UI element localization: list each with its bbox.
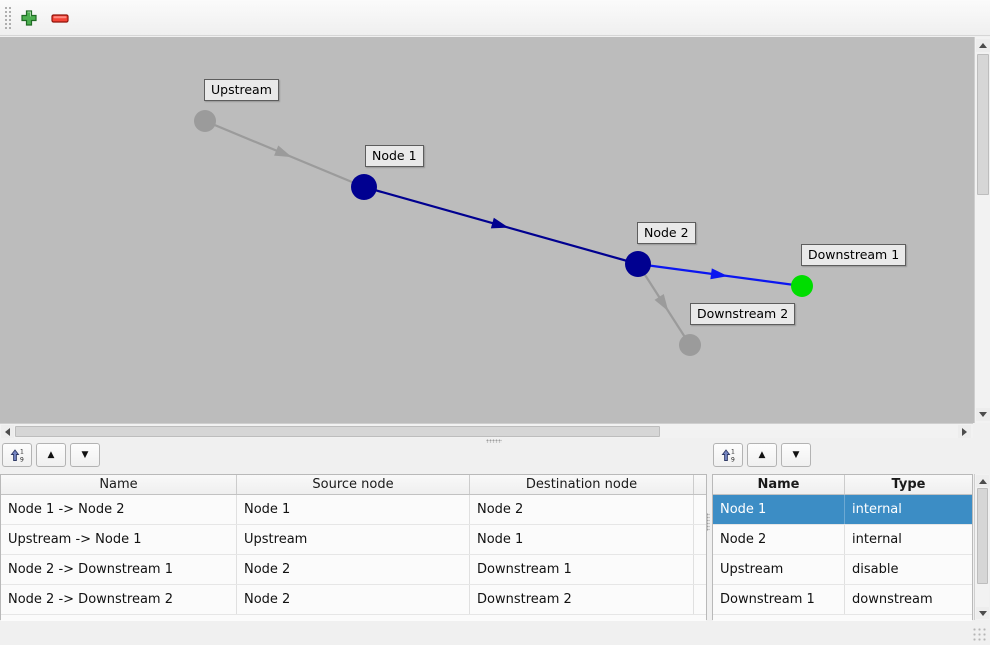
cell-name: Upstream -> Node 1 [1,525,237,554]
sort-ascending-icon: 1 9 [721,449,735,464]
sort-ascending-icon: 1 9 [10,449,24,464]
link-row[interactable]: Node 1 -> Node 2 Node 1 Node 2 [1,495,706,525]
down-arrow-icon [978,610,987,616]
cell-type: disable [852,562,899,577]
cell-source: Upstream [237,525,470,554]
column-header-stub [694,475,706,494]
vscroll-thumb[interactable] [977,488,988,584]
cell-stub [694,495,706,524]
node-row[interactable]: Node 2 internal [713,525,972,555]
graph-canvas[interactable]: Upstream Node 1 Node 2 Downstream 1 Down… [0,37,974,423]
cell-source: Node 2 [237,555,470,584]
nodes-table-header: Name Type [713,475,972,495]
cell-type: internal [852,532,902,547]
scroll-up-button[interactable] [976,39,990,52]
link-row[interactable]: Node 2 -> Downstream 2 Node 2 Downstream… [1,585,706,615]
cell-source: Node 1 [237,495,470,524]
node-label-downstream1[interactable]: Downstream 1 [801,244,907,266]
cell-destination: Downstream 1 [470,555,694,584]
svg-text:1: 1 [731,449,735,456]
cell-destination: Node 1 [470,525,694,554]
column-header-destination[interactable]: Destination node [470,475,694,494]
cell-source: Node 2 [237,585,470,614]
up-triangle-icon: ▲ [758,449,766,460]
cell-name: Downstream 1 [713,585,845,614]
cell-name: Node 1 -> Node 2 [1,495,237,524]
scroll-down-button[interactable] [976,408,990,421]
up-arrow-icon [979,43,987,48]
node-row-selected[interactable]: Node 1 internal [713,495,972,525]
plus-icon [21,10,37,26]
cell-destination: Downstream 2 [470,585,694,614]
link-row[interactable]: Upstream -> Node 1 Upstream Node 1 [1,525,706,555]
scroll-down-button[interactable] [976,607,989,619]
down-arrow-icon [979,412,987,417]
right-arrow-icon [962,427,967,436]
cell-stub [694,585,706,614]
cell-type: internal [852,502,902,517]
node-label-node1[interactable]: Node 1 [365,145,424,167]
scroll-left-button[interactable] [1,425,14,438]
cell-destination: Node 2 [470,495,694,524]
links-move-up-button[interactable]: ▲ [36,443,66,467]
cell-stub [694,555,706,584]
nodes-move-up-button[interactable]: ▲ [747,443,777,467]
canvas-vscrollbar[interactable] [974,37,990,423]
column-header-type[interactable]: Type [891,477,926,492]
left-arrow-icon [5,427,10,436]
cell-name: Node 2 -> Downstream 1 [1,555,237,584]
canvas-hscrollbar[interactable] [0,423,973,438]
node-label-node2[interactable]: Node 2 [637,222,696,244]
scroll-up-button[interactable] [976,475,989,487]
node-label-upstream[interactable]: Upstream [204,79,279,101]
cell-name: Upstream [713,555,845,584]
nodes-move-down-button[interactable]: ▼ [781,443,811,467]
svg-text:9: 9 [731,457,735,464]
column-header-source[interactable]: Source node [237,475,470,494]
scroll-right-button[interactable] [958,425,971,438]
nodes-table: Name Type Node 1 internal Node 2 interna… [712,474,973,621]
cell-name: Node 2 [713,525,845,554]
cell-type: downstream [852,592,933,607]
up-arrow-icon [978,478,987,484]
cell-stub [694,525,706,554]
empty-row-area [1,615,706,621]
add-node-button[interactable] [18,7,40,29]
cell-name: Node 2 -> Downstream 2 [1,585,237,614]
column-header-name[interactable]: Name [1,475,237,494]
empty-row-area [713,615,972,621]
svg-text:9: 9 [20,457,24,464]
links-move-down-button[interactable]: ▼ [70,443,100,467]
vscroll-thumb[interactable] [977,54,989,195]
graph-svg [194,110,813,356]
nodes-sort-button[interactable]: 1 9 [713,443,743,467]
up-triangle-icon: ▲ [47,449,55,460]
remove-node-button[interactable] [49,7,71,29]
node-label-downstream2[interactable]: Downstream 2 [690,303,796,325]
link-row[interactable]: Node 2 -> Downstream 1 Node 2 Downstream… [1,555,706,585]
down-triangle-icon: ▼ [81,449,89,460]
vertical-splitter-handle[interactable] [706,513,710,531]
column-header-name[interactable]: Name [713,475,845,494]
resize-grip[interactable] [971,626,987,642]
node-row[interactable]: Upstream disable [713,555,972,585]
nodes-table-vscrollbar[interactable] [974,474,989,620]
toolbar-drag-handle[interactable] [4,6,13,30]
minus-icon [51,14,69,23]
down-triangle-icon: ▼ [792,449,800,460]
links-table-header: Name Source node Destination node [1,475,706,495]
links-sort-button[interactable]: 1 9 [2,443,32,467]
hscroll-thumb[interactable] [15,426,660,437]
main-toolbar [0,0,990,36]
node-row[interactable]: Downstream 1 downstream [713,585,972,615]
cell-name: Node 1 [713,495,845,524]
horizontal-splitter-handle[interactable] [486,439,502,443]
links-table: Name Source node Destination node Node 1… [0,474,707,621]
svg-text:1: 1 [20,449,24,456]
